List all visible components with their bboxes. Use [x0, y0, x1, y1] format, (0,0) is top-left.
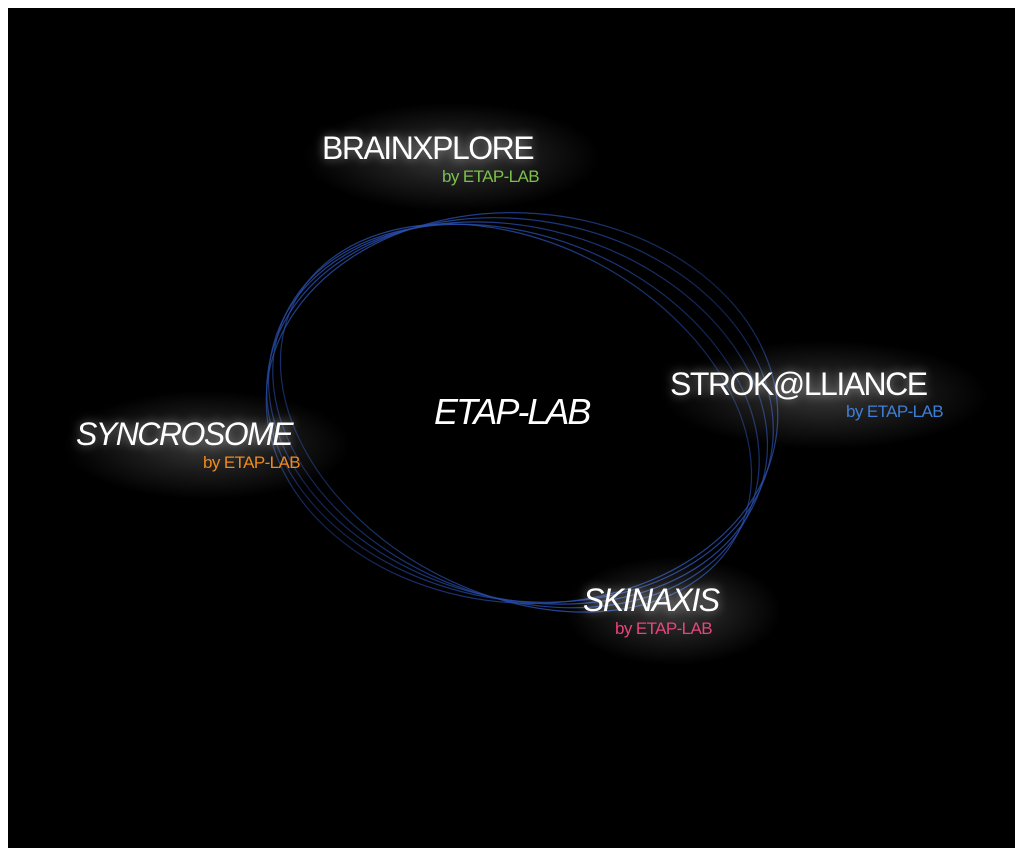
- center-label: ETAP-LAB: [434, 391, 591, 432]
- node-title: SYNCROSOME: [76, 416, 294, 452]
- orbit-ring: [266, 217, 774, 603]
- node-title: BRAINXPLORE: [322, 130, 535, 166]
- node-brainxplore[interactable]: BRAINXPLORE by ETAP-LAB: [302, 102, 602, 212]
- orbit-rings: [265, 212, 779, 613]
- node-strokalliance[interactable]: STROK@LLIANCE by ETAP-LAB: [660, 340, 990, 450]
- node-subtitle: by ETAP-LAB: [615, 619, 713, 638]
- diagram-canvas: ETAP-LAB BRAINXPLORE by ETAP-LAB STROK@L…: [8, 8, 1015, 848]
- node-subtitle: by ETAP-LAB: [442, 167, 540, 186]
- node-syncrosome[interactable]: SYNCROSOME by ETAP-LAB: [62, 390, 352, 500]
- node-skinaxis[interactable]: SKINAXIS by ETAP-LAB: [563, 556, 783, 666]
- orbit-ring: [265, 212, 779, 604]
- node-subtitle: by ETAP-LAB: [203, 453, 301, 472]
- node-title: STROK@LLIANCE: [670, 366, 928, 402]
- node-title: SKINAXIS: [583, 582, 720, 618]
- node-subtitle: by ETAP-LAB: [846, 402, 944, 421]
